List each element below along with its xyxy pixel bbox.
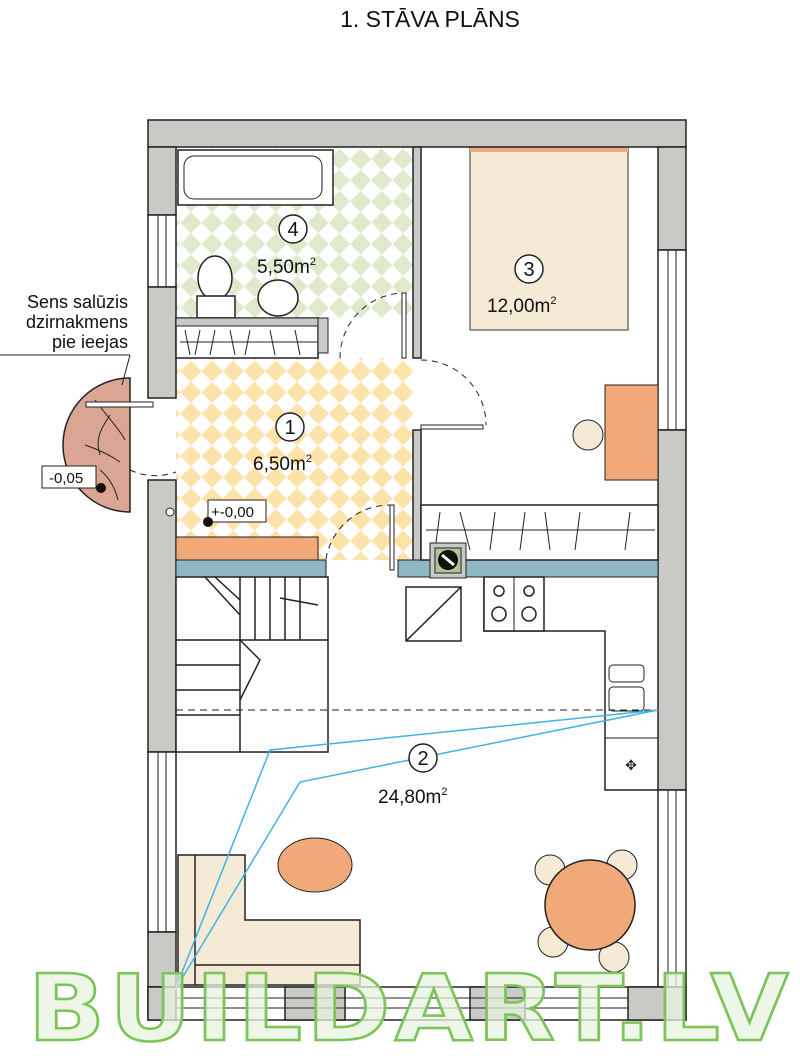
svg-text:1: 1: [284, 417, 295, 439]
room-label-2: 2 24,80m2: [378, 743, 448, 808]
svg-text:4: 4: [287, 219, 298, 241]
entry-millstone: [62, 377, 131, 513]
room-label-1: 1 6,50m2: [253, 412, 312, 475]
dining-set: [534, 849, 638, 973]
svg-text:✥: ✥: [625, 757, 637, 773]
desk-chair: [572, 419, 604, 451]
door-swings: [129, 292, 487, 571]
watermark: BUILDART.LV: [28, 955, 793, 1056]
window-lines: [157, 215, 677, 1009]
room-label-4: 4 5,50m2: [257, 214, 316, 278]
sink: [257, 279, 299, 317]
svg-text:12,00m2: 12,00m2: [487, 295, 557, 317]
living-rug: [277, 837, 353, 893]
walls: [147, 119, 687, 1021]
toilet: [197, 255, 233, 301]
camera-view-lines: [174, 709, 659, 991]
hall-floor: [176, 358, 413, 560]
svg-text:5,50m2: 5,50m2: [257, 256, 316, 278]
svg-text:6,50m2: 6,50m2: [253, 453, 312, 475]
svg-text:2: 2: [417, 748, 428, 770]
counter-left: [175, 559, 327, 578]
level-inside: +-0,00: [211, 504, 254, 521]
note-line-2: dzirnakmens: [26, 312, 128, 332]
bedroom-rug: [469, 146, 629, 331]
staircase: [175, 576, 329, 753]
svg-text:24,80m2: 24,80m2: [378, 786, 448, 808]
level-outside: -0,05: [49, 470, 83, 487]
hall-bench: [175, 536, 319, 561]
note-line-1: Sens salūzis: [27, 292, 128, 312]
sink-kitchen: [608, 664, 645, 683]
desk: [604, 384, 659, 481]
room-label-3: 3 12,00m2: [487, 254, 557, 317]
svg-text:3: 3: [523, 259, 534, 281]
plan-title: 1. STĀVA PLĀNS: [340, 6, 520, 32]
note-line-3: pie ieejas: [52, 332, 128, 352]
